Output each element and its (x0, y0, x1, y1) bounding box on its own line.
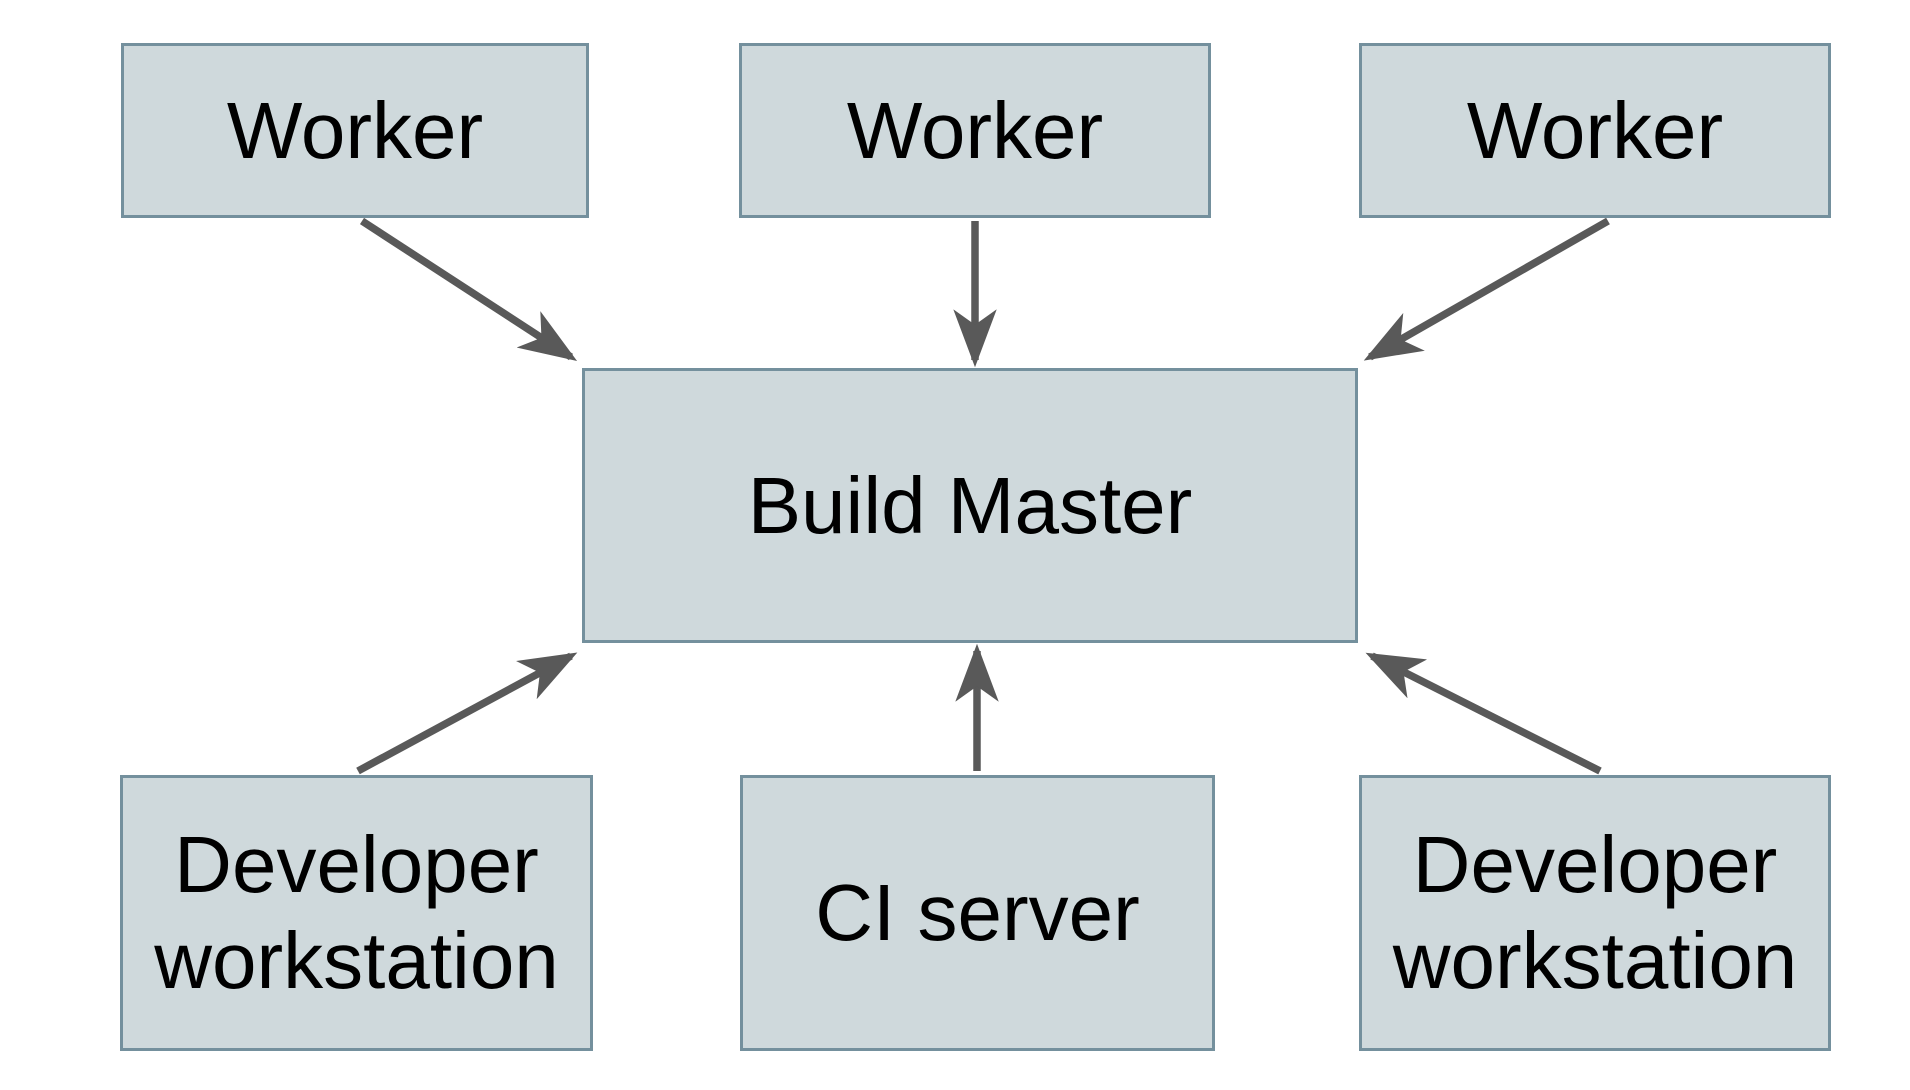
node-worker-2: Worker (739, 43, 1211, 218)
arrow-dev-right-to-build-master (1365, 652, 1602, 775)
arrow-worker1-to-build-master (359, 217, 578, 361)
node-build-master: Build Master (582, 368, 1358, 643)
node-developer-workstation-left-label: Developer workstation (154, 820, 559, 1005)
node-developer-workstation-right-label: Developer workstation (1392, 820, 1798, 1005)
node-worker-2-label: Worker (846, 85, 1104, 175)
node-build-master-label: Build Master (747, 460, 1193, 550)
node-worker-1-label: Worker (226, 85, 484, 175)
node-developer-workstation-right: Developer workstation (1359, 775, 1831, 1051)
node-worker-1: Worker (121, 43, 589, 218)
node-developer-workstation-left: Developer workstation (120, 775, 593, 1051)
node-ci-server-label: CI server (815, 868, 1140, 957)
node-ci-server: CI server (740, 775, 1215, 1051)
node-worker-3-label: Worker (1466, 85, 1724, 175)
node-worker-3: Worker (1359, 43, 1831, 218)
arrow-worker3-to-build-master (1363, 217, 1610, 361)
arrow-dev-left-to-build-master (356, 652, 578, 775)
